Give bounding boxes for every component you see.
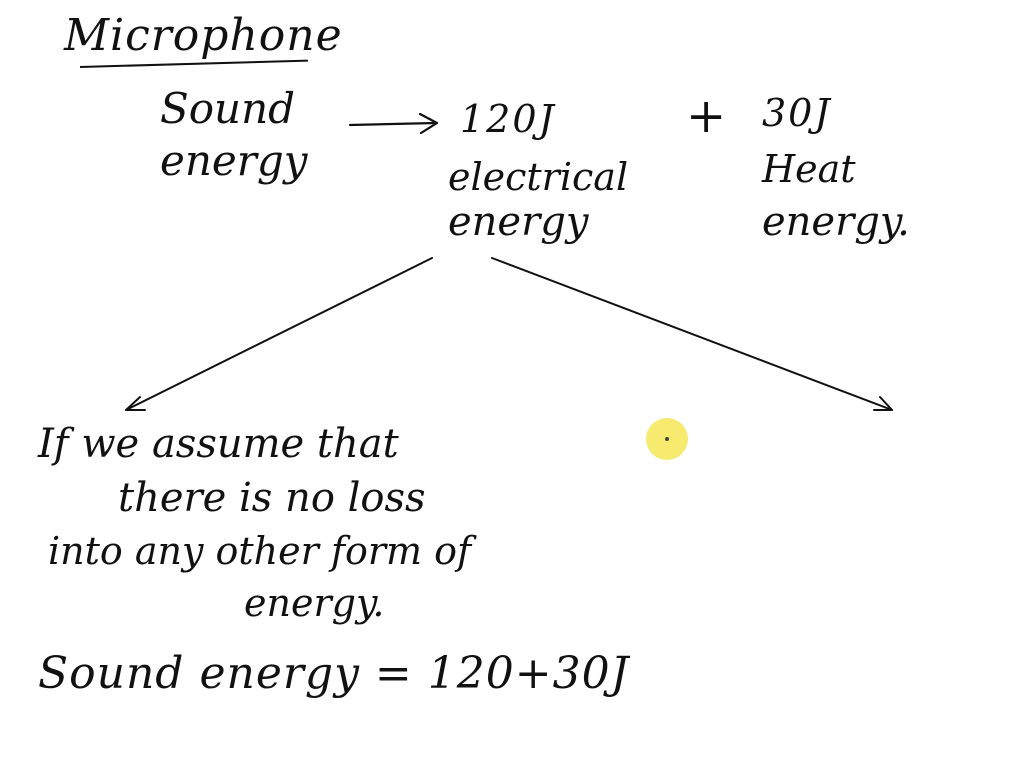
sound-energy-equation: Sound energy = 120+30J: [38, 648, 630, 699]
assumption-line1: If we assume that: [38, 421, 399, 467]
right-branch-arrow-shaft: [491, 257, 893, 411]
source-label-line1: Sound: [160, 84, 296, 133]
assumption-line3: into any other form of: [48, 529, 472, 573]
electrical-energy-value: 120J: [460, 97, 556, 141]
source-label-line2: energy: [160, 136, 308, 185]
assumption-line2: there is no loss: [118, 475, 426, 521]
heat-energy-value: 30J: [762, 91, 832, 135]
plus-sign: +: [686, 88, 727, 144]
heat-energy-label-line2: energy.: [762, 199, 910, 245]
pointer-highlight-icon: [646, 418, 688, 460]
page-title: Microphone: [64, 10, 343, 61]
conversion-arrow-shaft: [348, 121, 438, 127]
left-branch-arrow-head: [125, 396, 146, 411]
assumption-line4: energy.: [244, 581, 385, 625]
heat-energy-label-line1: Heat: [762, 147, 856, 191]
left-branch-arrow: [125, 257, 433, 411]
conversion-arrow-head: [418, 112, 439, 135]
left-branch-arrow-shaft: [125, 257, 433, 411]
right-branch-arrow-head: [873, 396, 893, 411]
right-branch-arrow: [491, 257, 893, 411]
electrical-energy-label-line1: electrical: [448, 155, 629, 199]
electrical-energy-label-line2: energy: [448, 199, 589, 245]
conversion-arrow: [348, 112, 439, 135]
